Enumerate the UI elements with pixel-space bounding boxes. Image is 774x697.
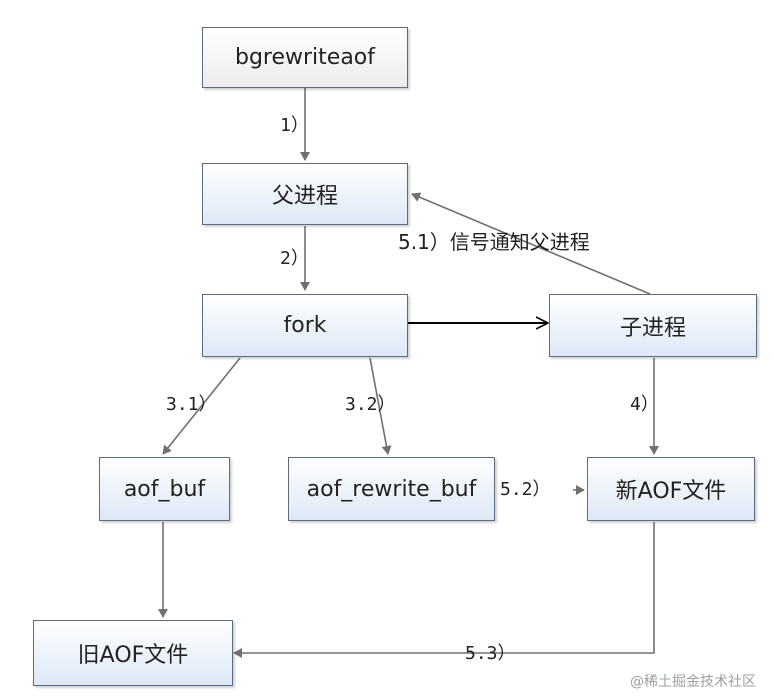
node-bgrewriteaof: bgrewriteaof [202,27,408,88]
edge-label-5-2: 5.2） [500,479,551,500]
edge-child-to-parent [411,192,651,295]
edge-fork-to-rewritebuf [369,357,392,455]
edge-newaof-to-oldaof [233,522,655,658]
node-new-aof-file: 新AOF文件 [587,457,755,521]
node-aof-rewrite-buf: aof_rewrite_buf [288,457,495,521]
node-aof-buf: aof_buf [99,457,230,521]
node-old-aof-file: 旧AOF文件 [33,620,233,686]
node-parent-process: 父进程 [202,163,408,225]
node-fork: fork [202,294,408,357]
edge-fork-to-aofbuf [162,357,241,455]
edge-label-1: 1） [280,115,309,136]
edge-label-2: 2） [280,248,309,269]
edge-label-5-1: 5.1）信号通知父进程 [398,230,590,254]
watermark: @稀土掘金技术社区 [630,674,756,690]
edge-label-4: 4） [630,394,659,415]
node-child-process: 子进程 [549,294,757,357]
edge-label-3-1: 3.1） [166,394,217,415]
edge-label-3-2: 3.2） [345,394,396,415]
edge-label-5-3: 5.3） [465,643,516,664]
